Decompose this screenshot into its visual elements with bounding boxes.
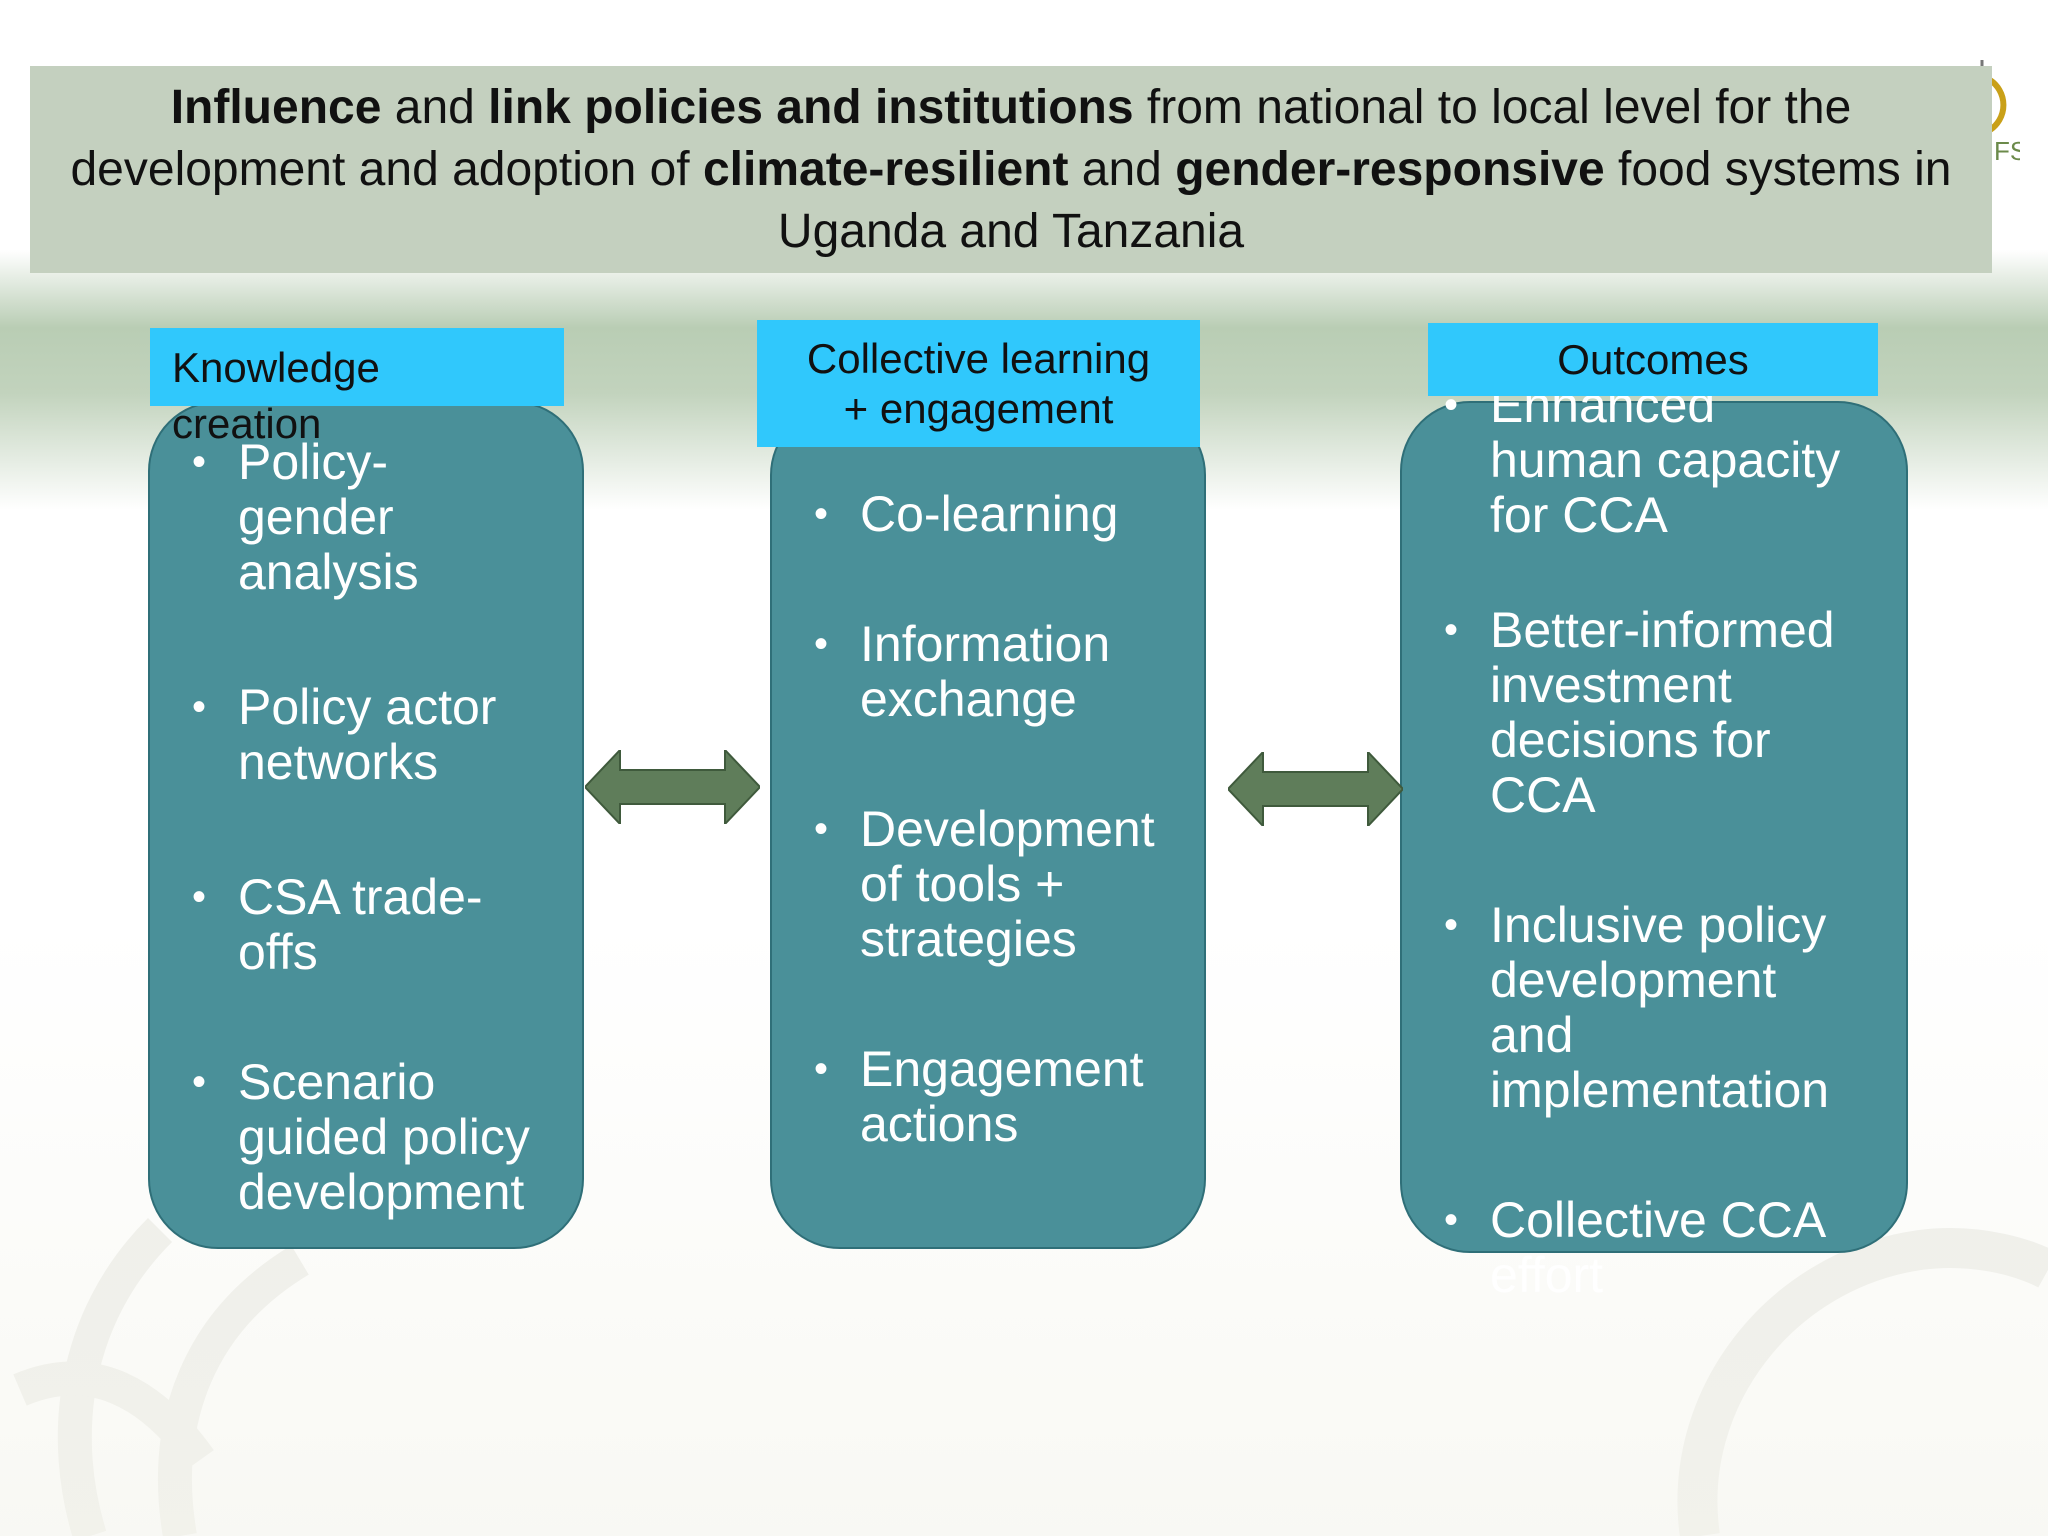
title-segment: from national to local level for the dev…	[70, 80, 1852, 196]
outcomes-list: Enhanced human capacity for CCA Better-i…	[1444, 393, 1864, 1303]
knowledge-label-text: Knowledge creation	[172, 344, 380, 447]
list-item: Scenario guided policy development	[192, 1055, 542, 1220]
title-segment: climate-resilient	[702, 142, 1069, 196]
list-item: Policy actor networks	[192, 680, 542, 790]
title-segment: food systems in Uganda and Tanzania	[777, 142, 1952, 258]
outcomes-clip: Enhanced human capacity for CCA Better-i…	[1402, 393, 1906, 1313]
outcomes-box: Enhanced human capacity for CCA Better-i…	[1400, 393, 1908, 1303]
title-text: Influence and link policies and institut…	[30, 77, 1992, 263]
learning-box: Co-learning Information exchange Develop…	[770, 405, 1206, 1249]
title-segment: gender-responsive	[1175, 142, 1605, 196]
list-item: Inclusive policy development and impleme…	[1444, 898, 1864, 1118]
learning-label: Collective learning + engagement	[757, 320, 1200, 447]
title-banner: Influence and link policies and institut…	[30, 66, 1992, 273]
list-item: Engagement actions	[814, 1042, 1174, 1152]
learning-list: Co-learning Information exchange Develop…	[814, 487, 1174, 1152]
list-item: Collective CCA effort	[1444, 1193, 1864, 1303]
title-segment: and	[381, 80, 489, 134]
knowledge-box: Policy-gender analysis Policy actor netw…	[148, 401, 584, 1249]
list-item: Co-learning	[814, 487, 1174, 543]
list-item: Information exchange	[814, 617, 1174, 727]
title-segment: and	[1068, 142, 1176, 196]
title-segment: Influence	[170, 80, 382, 134]
title-segment: link policies and institutions	[488, 80, 1134, 134]
list-item: Development of tools + strategies	[814, 802, 1174, 967]
learning-label-line2: + engagement	[843, 384, 1114, 432]
svg-text:FS: FS	[1994, 136, 2020, 166]
knowledge-label: Knowledge creation	[150, 328, 564, 447]
list-item: Policy-gender analysis	[192, 435, 542, 600]
outcomes-label: Outcomes	[1428, 323, 1878, 396]
list-item: Better-informed investment decisions for…	[1444, 603, 1864, 823]
double-arrow-right-icon	[1228, 752, 1403, 826]
knowledge-list: Policy-gender analysis Policy actor netw…	[192, 435, 542, 1220]
list-item: Enhanced human capacity for CCA	[1444, 393, 1864, 543]
list-item: CSA trade-offs	[192, 870, 542, 980]
double-arrow-left-icon	[585, 750, 760, 824]
learning-label-line1: Collective learning	[806, 334, 1151, 382]
outcomes-label-text: Outcomes	[1557, 336, 1749, 383]
